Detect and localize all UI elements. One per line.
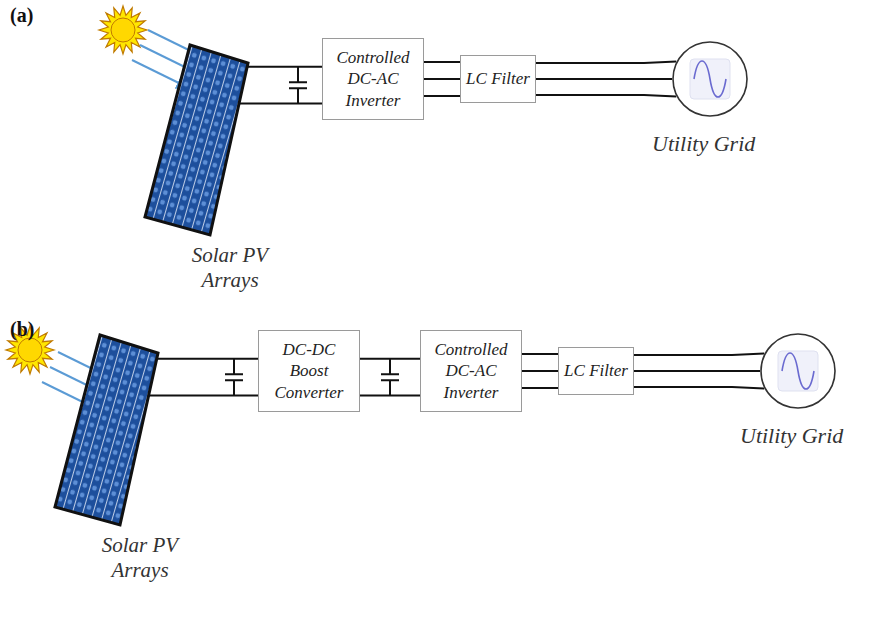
box-label: LC Filter <box>466 68 530 89</box>
wire-connector <box>360 359 420 396</box>
box-label: Controlled DC-AC Inverter <box>327 47 419 111</box>
utility-grid: Utility Grid <box>672 41 748 117</box>
pv-array: Solar PV Arrays <box>50 335 160 525</box>
box-label: Controlled DC-AC Inverter <box>425 339 517 403</box>
grid-symbol <box>760 333 836 409</box>
wire-connector <box>522 354 558 388</box>
utility-grid: Utility Grid <box>760 333 836 409</box>
box-label: LC Filter <box>564 360 628 381</box>
grid-label: Utility Grid <box>652 131 755 157</box>
pv-label: Solar PV Arrays <box>85 533 195 583</box>
converter-box: Controlled DC-AC Inverter <box>322 38 424 120</box>
grid-symbol <box>672 41 748 117</box>
wire-connector <box>536 61 676 96</box>
grid-label: Utility Grid <box>740 423 843 449</box>
converter-box: LC Filter <box>558 347 634 395</box>
pv-panel-drawing <box>140 45 250 235</box>
box-label: DC-DC Boost Converter <box>263 339 355 403</box>
wire-connector <box>148 359 258 396</box>
wire-connector <box>424 62 460 96</box>
converter-box: LC Filter <box>460 55 536 103</box>
wire-connector <box>634 353 764 388</box>
figure-part-label: (b) <box>10 318 34 341</box>
figure-part-label: (a) <box>10 4 33 27</box>
converter-box: DC-DC Boost Converter <box>258 330 360 412</box>
converter-box: Controlled DC-AC Inverter <box>420 330 522 412</box>
pv-label: Solar PV Arrays <box>175 243 285 293</box>
pv-panel-drawing <box>50 335 160 525</box>
wire-connector <box>238 67 322 104</box>
sun-symbol <box>99 6 147 54</box>
pv-array: Solar PV Arrays <box>140 45 250 235</box>
